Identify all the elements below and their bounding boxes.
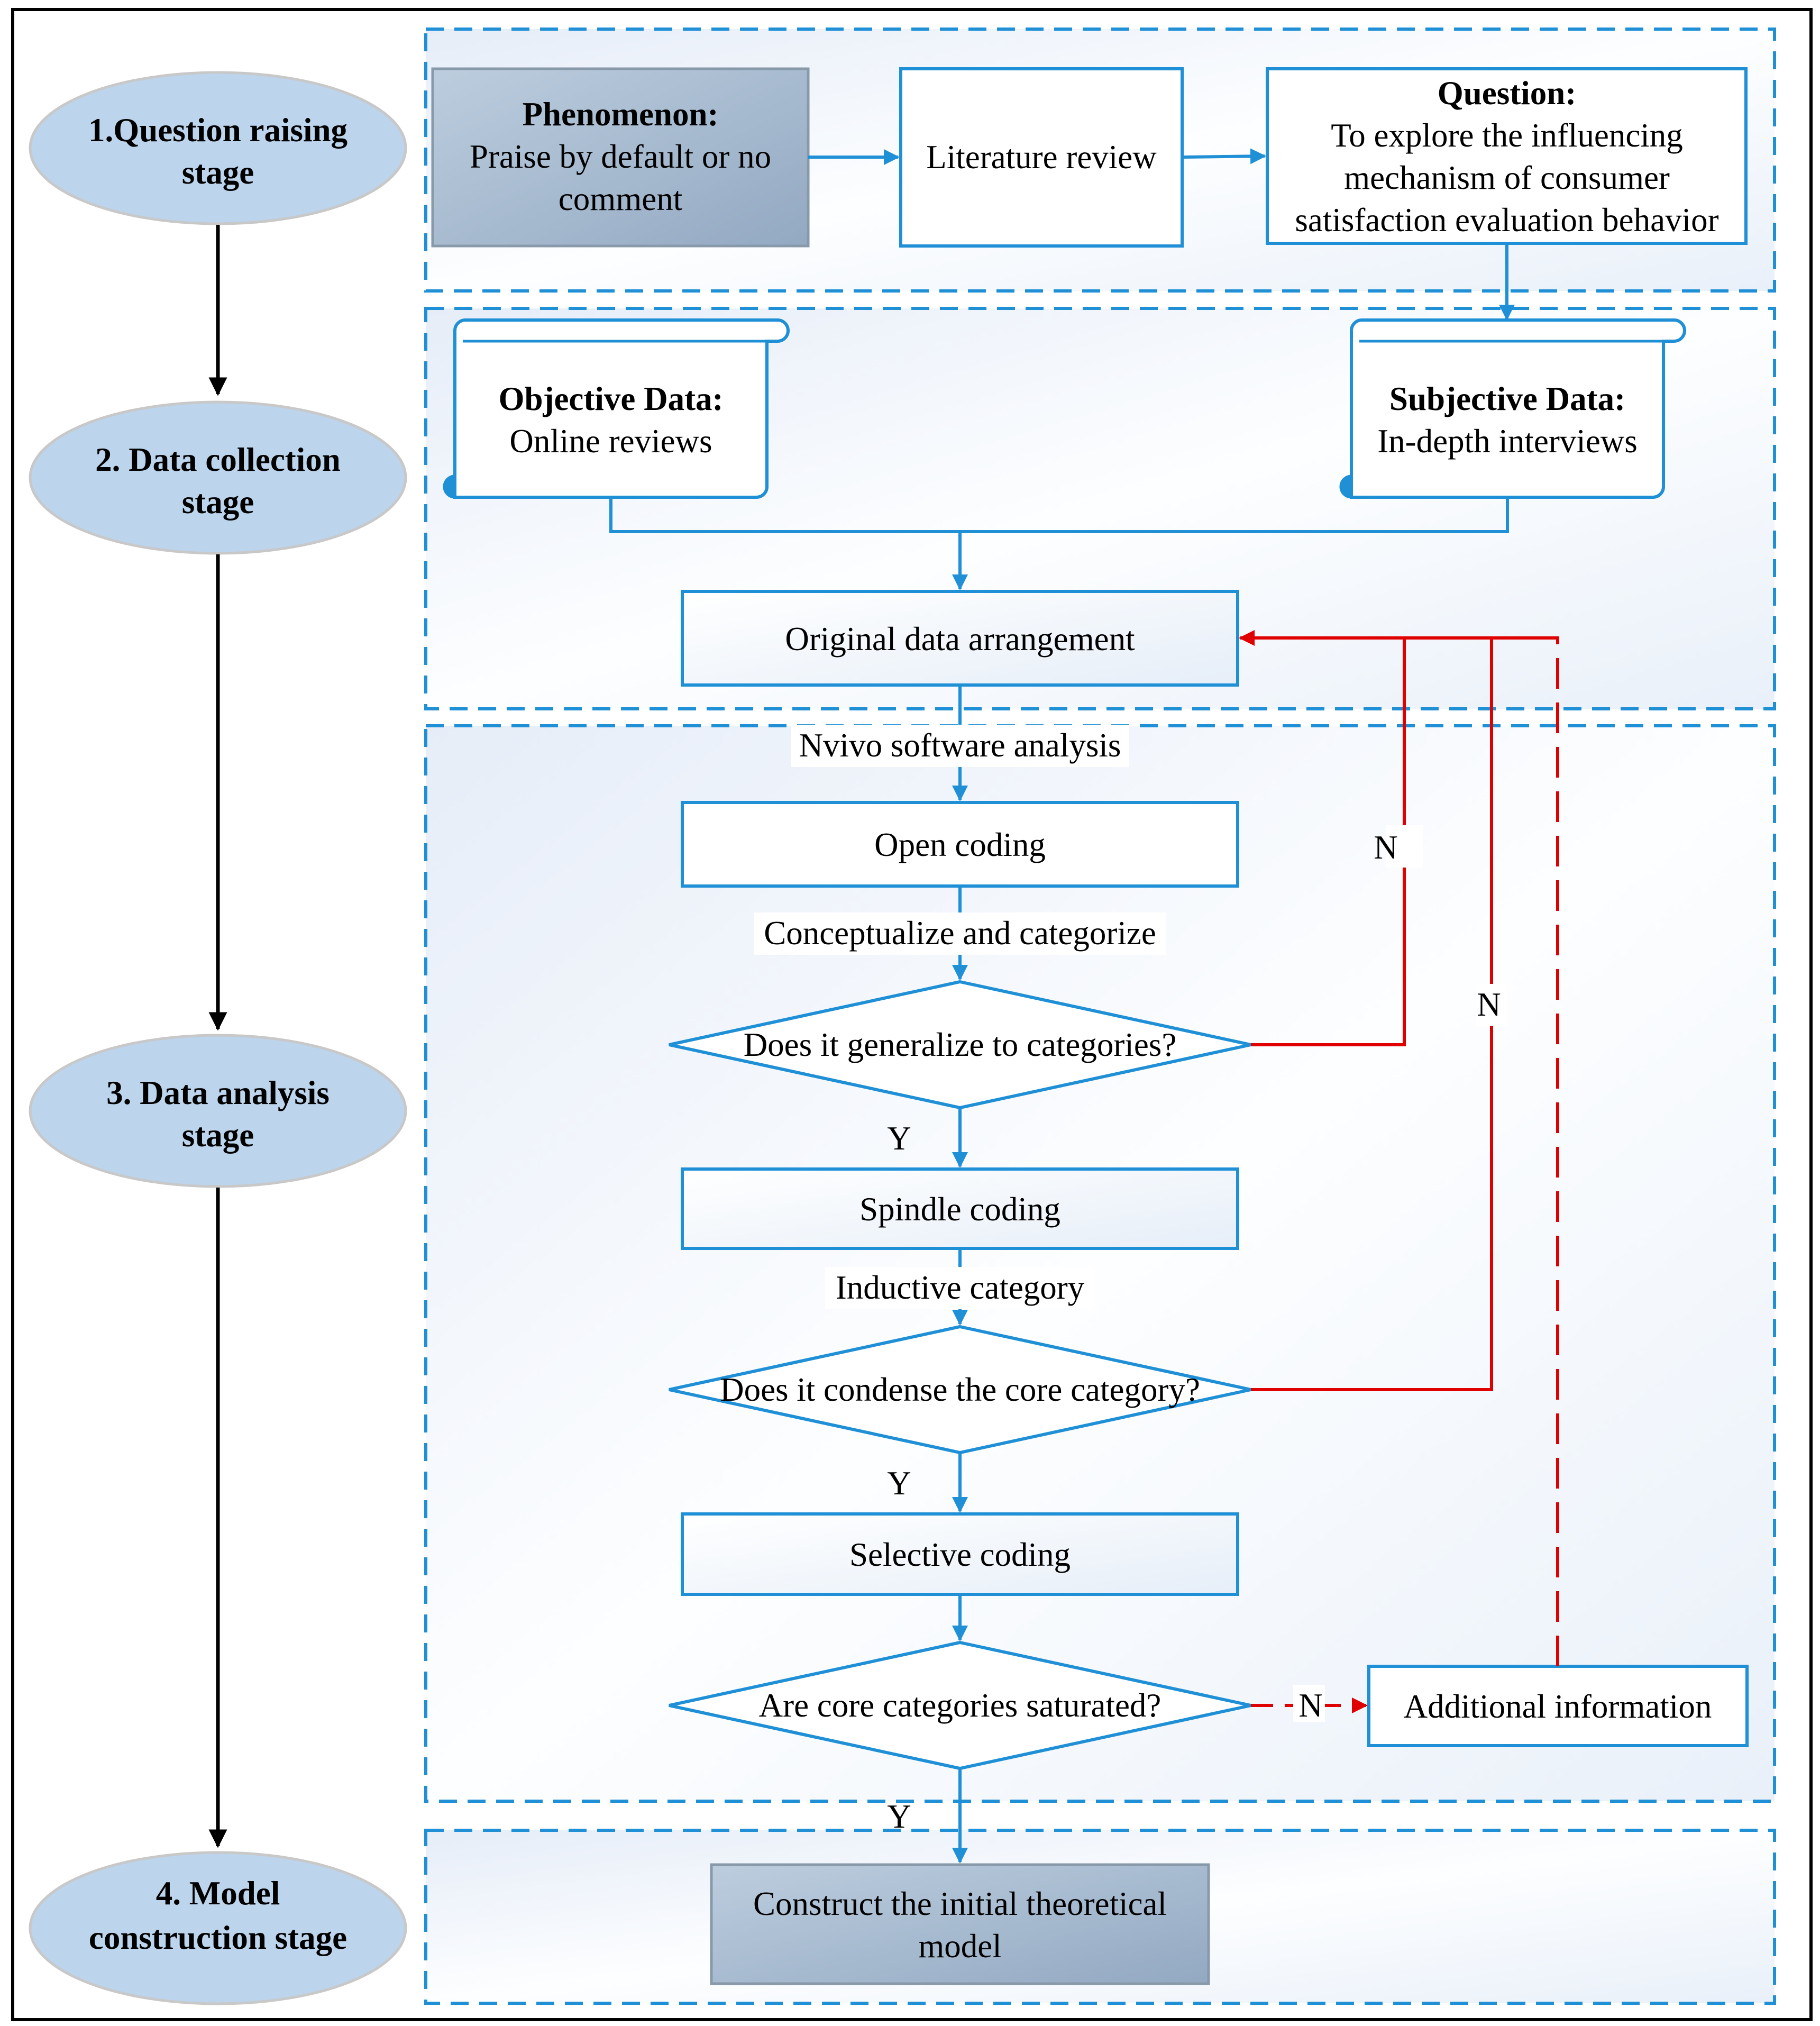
phenomenon-title: Phenomenon: [522,96,718,133]
stage-label-line1: 4. Model [156,1875,280,1912]
yes-label-generalize: Y [887,1120,911,1157]
phenomenon-line2: comment [559,180,683,217]
feedback-condense-no [1251,638,1493,1391]
no-label-generalize: N [1374,829,1398,866]
no-label-saturated: N [1298,1687,1323,1724]
stage-label-line1: 2. Data collection [95,441,341,478]
additional-information-label: Additional information [1404,1688,1712,1725]
yes-label-condense: Y [887,1465,911,1502]
question-line1: To explore the influencing [1331,117,1683,154]
literature-review-label: Literature review [926,139,1157,176]
stage-ellipse [29,400,407,555]
construct-model-box: Construct the initial theoretical model [710,1863,1210,1985]
stage-label-line2: stage [182,483,254,521]
phenomenon-line1: Praise by default or no [470,138,771,175]
question-line3: satisfaction evaluation behavior [1295,202,1718,239]
inductive-label: Inductive category [836,1269,1085,1306]
question-line2: mechanism of consumer [1344,159,1670,196]
objective-data-scroll: Objective Data: Online reviews [443,318,790,499]
objective-data-subtitle: Online reviews [509,423,712,460]
question-box: Question: To explore the influencing mec… [1266,67,1748,245]
stage-label-line1: 3. Data analysis [106,1074,330,1111]
original-data-box: Original data arrangement [681,590,1239,687]
construct-model-line1: Construct the initial theoretical [753,1885,1167,1922]
additional-information-box: Additional information [1367,1665,1749,1747]
construct-model-line2: model [918,1928,1001,1965]
open-coding-box: Open coding [681,801,1239,888]
original-data-label: Original data arrangement [785,620,1135,658]
stage-label-line2: construction stage [89,1919,347,1956]
feedback-generalize-no [1251,638,1406,1046]
stage-model-construction: 4. Model construction stage [29,1851,407,2005]
stage-label-line2: stage [182,1117,254,1154]
stage-ellipse [29,1851,407,2005]
decision-generalize-label: Does it generalize to categories? [744,1026,1177,1063]
edge-labels: Nvivo software analysis Conceptualize an… [754,725,1507,1835]
no-label-condense: N [1477,986,1501,1023]
stage-column: 1.Question raising stage 2. Data collect… [29,71,407,2005]
stage-data-analysis: 3. Data analysis stage [29,1034,407,1188]
decision-saturated-label: Are core categories saturated? [759,1687,1161,1724]
panel-data-analysis [424,724,1776,1803]
subjective-data-title: Subjective Data: [1389,380,1625,417]
literature-review-box: Literature review [899,67,1184,248]
stage-ellipse [29,1034,407,1188]
selective-coding-box: Selective coding [681,1512,1239,1596]
open-coding-label: Open coding [874,826,1046,863]
stage-label-line2: stage [182,154,254,191]
stage-question-raising: 1.Question raising stage [29,71,407,225]
stage-data-collection: 2. Data collection stage [29,400,407,555]
yes-label-saturated: Y [887,1798,911,1835]
selective-coding-label: Selective coding [849,1536,1071,1573]
spindle-coding-box: Spindle coding [681,1167,1239,1250]
question-title: Question: [1438,75,1577,112]
spindle-coding-label: Spindle coding [859,1191,1060,1228]
objective-data-title: Objective Data: [498,380,723,417]
conceptualize-label: Conceptualize and categorize [764,915,1156,952]
arrow-literature-to-question [1182,148,1266,165]
decision-condense-label: Does it condense the core category? [720,1371,1200,1408]
stage-ellipse [29,71,407,225]
stage-label-line1: 1.Question raising [88,112,347,149]
nvivo-label: Nvivo software analysis [799,727,1121,764]
feedback-additional-info [1492,636,1559,1666]
decision-condense: Does it condense the core category? [669,1325,1251,1455]
merge-data-sources [609,497,1509,533]
feedback-connectors [1239,630,1559,1713]
phenomenon-box: Phenomenon: Praise by default or no comm… [431,67,810,248]
subjective-data-subtitle: In-depth interviews [1377,423,1638,460]
subjective-data-scroll: Subjective Data: In-depth interviews [1339,318,1686,499]
